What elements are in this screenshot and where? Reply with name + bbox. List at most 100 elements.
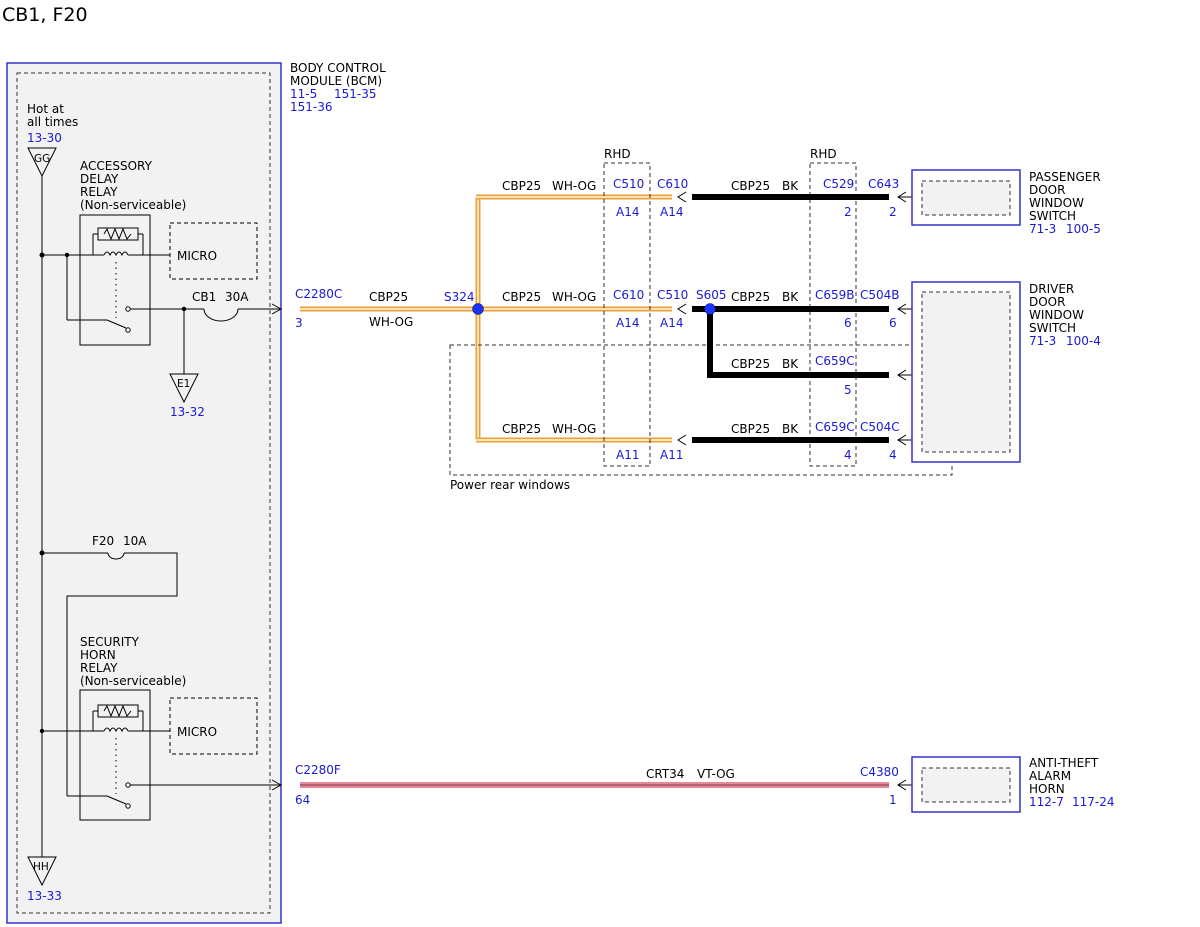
rhd-label-1: RHD <box>604 147 631 161</box>
mid-p4[interactable]: 6 <box>889 316 897 330</box>
mid-arrow-icon <box>677 303 687 315</box>
bot-c4[interactable]: C504C <box>860 420 900 434</box>
ground-e1-ref[interactable]: 13-32 <box>170 405 205 419</box>
driver-ref-1[interactable]: 71-3 <box>1029 334 1056 348</box>
passenger-label-1: PASSENGER <box>1029 170 1101 184</box>
diagram-title: CB1, F20 <box>2 4 88 26</box>
bcm-label-line1: BODY CONTROL <box>290 61 386 75</box>
top-arrow-icon <box>677 191 687 203</box>
driver-label-3: WINDOW <box>1029 308 1084 322</box>
relay2-coil-icon <box>92 704 144 733</box>
splice-s605-label[interactable]: S605 <box>696 288 727 302</box>
driver-label-2: DOOR <box>1029 295 1065 309</box>
bot-p2[interactable]: A11 <box>660 448 683 462</box>
horn-label-2: ALARM <box>1029 769 1071 783</box>
rhd-box-1 <box>603 162 651 467</box>
driver-ref-2[interactable]: 100-4 <box>1066 334 1101 348</box>
driver-label-1: DRIVER <box>1029 282 1074 296</box>
c4380-pin[interactable]: 1 <box>889 793 897 807</box>
terminal-gg-icon <box>27 147 57 178</box>
r3-p3[interactable]: 5 <box>844 383 852 397</box>
micro2-label: MICRO <box>177 725 217 739</box>
top-p3[interactable]: 2 <box>844 205 852 219</box>
top-p2[interactable]: A14 <box>660 205 683 219</box>
horn-ref-2[interactable]: 117-24 <box>1072 795 1115 809</box>
f20-rating: 10A <box>123 534 147 548</box>
wh-og-wires <box>300 194 672 443</box>
top-p4[interactable]: 2 <box>889 205 897 219</box>
relay2-contact-no <box>125 782 131 788</box>
mid-c3[interactable]: C659B <box>815 288 855 302</box>
mid-c4[interactable]: C504B <box>860 288 900 302</box>
horn-ref-1[interactable]: 112-7 <box>1029 795 1064 809</box>
cb1-label: CB1 <box>192 290 216 304</box>
top-p1[interactable]: A14 <box>616 205 639 219</box>
mid-bk-circuit: CBP25 <box>731 290 770 304</box>
c2280f-pin[interactable]: 64 <box>295 793 310 807</box>
mid-p3[interactable]: 6 <box>844 316 852 330</box>
bcm-ref-1[interactable]: 11-5 <box>290 87 317 101</box>
c4380-label[interactable]: C4380 <box>860 765 899 779</box>
splice-s324-label[interactable]: S324 <box>444 290 475 304</box>
bk-wires <box>692 194 889 443</box>
bot-p1[interactable]: A11 <box>616 448 639 462</box>
bcm-ref-3[interactable]: 151-36 <box>290 100 333 114</box>
hh-ref[interactable]: 13-33 <box>27 889 62 903</box>
rhd-label-2: RHD <box>810 147 837 161</box>
mid-p2[interactable]: A14 <box>660 316 683 330</box>
top-c2[interactable]: C610 <box>657 177 688 191</box>
relay1-label-line2: DELAY <box>80 172 119 186</box>
terminal-hh-icon <box>27 856 57 887</box>
top-color-label: WH-OG <box>552 179 596 193</box>
mid-c1[interactable]: C610 <box>613 288 644 302</box>
relay1-label-line3: RELAY <box>80 185 118 199</box>
top-c4[interactable]: C643 <box>868 177 899 191</box>
horn-color-label: VT-OG <box>697 767 735 781</box>
mid-c2[interactable]: C510 <box>657 288 688 302</box>
relay2-contact-nc <box>125 803 131 809</box>
c2280c-label[interactable]: C2280C <box>295 287 342 301</box>
passenger-label-4: SWITCH <box>1029 209 1076 223</box>
bot-p4[interactable]: 4 <box>889 448 897 462</box>
bot-p3[interactable]: 4 <box>844 448 852 462</box>
bot-circuit-label: CBP25 <box>502 422 541 436</box>
relay1-label-line1: ACCESSORY <box>80 159 153 173</box>
relay1-contact-no <box>125 306 131 312</box>
r3-bk-circuit: CBP25 <box>731 357 770 371</box>
splice-s324-icon[interactable] <box>472 303 484 315</box>
bcm-ref-2[interactable]: 151-35 <box>334 87 377 101</box>
passenger-ref-2[interactable]: 100-5 <box>1066 222 1101 236</box>
relay2-label-line1: SECURITY <box>80 635 140 649</box>
bot-bk-color: BK <box>782 422 799 436</box>
security-horn-relay-box <box>79 689 151 821</box>
relay2-switch-arm <box>106 795 127 805</box>
top-bk-color: BK <box>782 179 799 193</box>
top-c1[interactable]: C510 <box>613 177 644 191</box>
relay1-contact-nc <box>125 327 131 333</box>
relay2-label-line4: (Non-serviceable) <box>80 674 186 688</box>
alarm-horn-inner <box>921 767 1011 803</box>
mid-p1[interactable]: A14 <box>616 316 639 330</box>
top-c3[interactable]: C529 <box>823 177 854 191</box>
passenger-ref-1[interactable]: 71-3 <box>1029 222 1056 236</box>
splice-s605-icon[interactable] <box>704 303 716 315</box>
hot-ref[interactable]: 13-30 <box>27 131 62 145</box>
c2280c-arrow-icon <box>271 303 283 315</box>
bcm-internal-boundary <box>16 72 271 914</box>
passenger-label-3: WINDOW <box>1029 196 1084 210</box>
terminal-hh-label: HH <box>33 861 49 873</box>
driver-switch-inner <box>921 291 1011 453</box>
feed-color-label: WH-OG <box>369 315 413 329</box>
relay2-label-line2: HORN <box>80 648 116 662</box>
c2280f-label[interactable]: C2280F <box>295 763 341 777</box>
bot-c3[interactable]: C659C <box>815 420 855 434</box>
r3-c3[interactable]: C659C <box>815 354 855 368</box>
f20-fuse-icon <box>107 552 125 560</box>
passenger-label-2: DOOR <box>1029 183 1065 197</box>
bot-bk-circuit: CBP25 <box>731 422 770 436</box>
hot-label-line1: Hot at <box>27 102 64 116</box>
c2280c-pin[interactable]: 3 <box>295 316 303 330</box>
micro1-label: MICRO <box>177 249 217 263</box>
terminal-gg-label: GG <box>34 153 50 165</box>
rhd-box-2 <box>809 162 857 467</box>
